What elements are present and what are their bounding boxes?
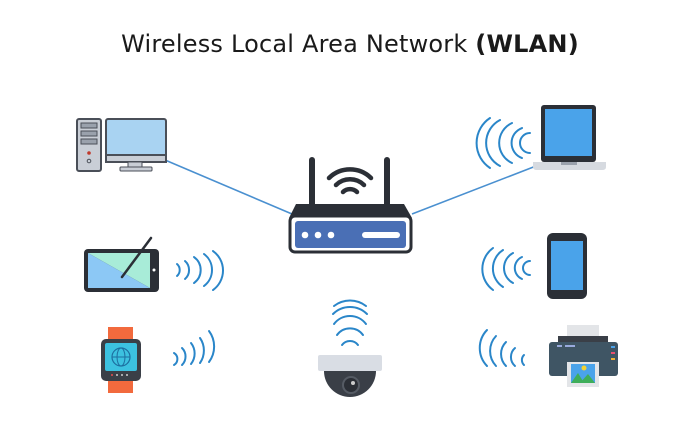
diagram-title: Wireless Local Area Network (WLAN) — [0, 30, 700, 58]
tablet-wifi-waves-icon — [176, 250, 225, 291]
security-camera-wifi-waves-icon — [332, 299, 368, 346]
desktop-computer-icon — [76, 118, 167, 172]
laptop-icon — [533, 105, 606, 170]
tablet-icon — [84, 236, 159, 292]
smartphone-wifi-waves-icon — [481, 247, 531, 291]
title-text: Wireless Local Area Network — [121, 30, 476, 58]
security-camera-icon — [318, 355, 382, 397]
wire-desktop-router — [164, 159, 293, 215]
router-icon — [288, 157, 413, 254]
printer-wifi-waves-icon — [478, 329, 525, 367]
smartwatch-wifi-waves-icon — [173, 330, 216, 366]
title-emphasis: (WLAN) — [475, 30, 579, 58]
printer-icon — [549, 325, 618, 387]
laptop-wifi-waves-icon — [475, 117, 531, 169]
wire-laptop-router — [411, 165, 537, 215]
smartphone-icon — [547, 233, 587, 299]
smartwatch-icon — [101, 327, 141, 393]
